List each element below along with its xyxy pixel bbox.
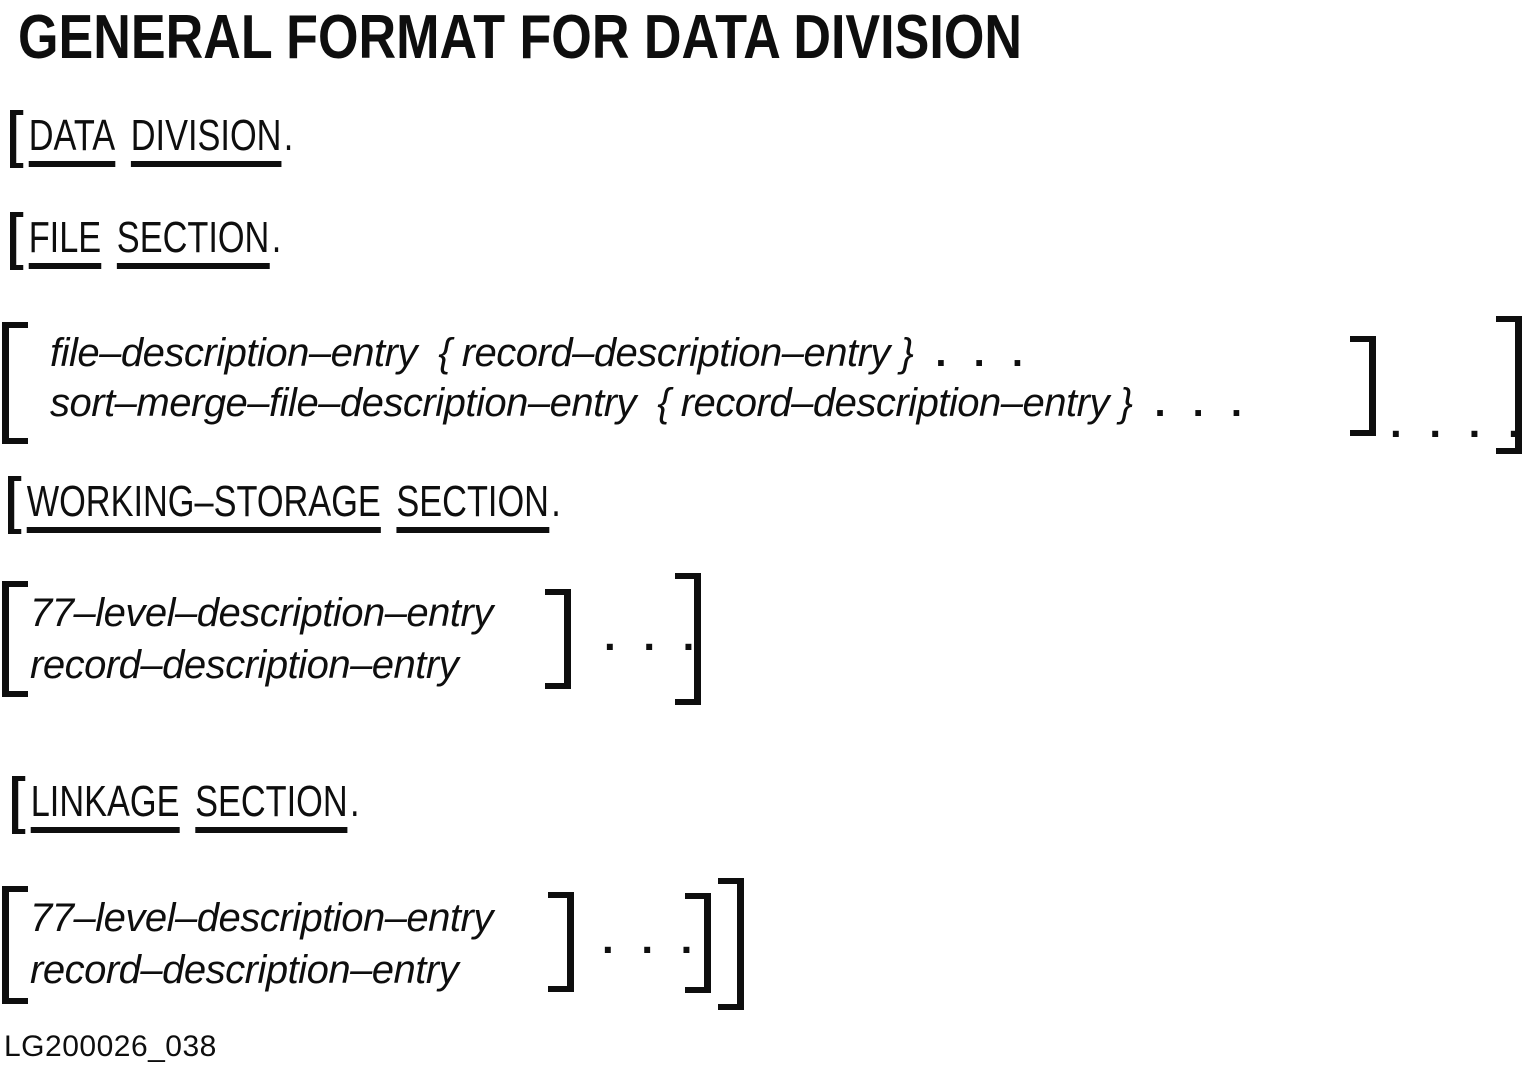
syntax-line: record–description–entry — [30, 944, 493, 996]
keyword-section: SECTION — [195, 780, 348, 833]
period: . — [349, 777, 360, 826]
syntax-lines: 77–level–description–entry record–descri… — [30, 587, 493, 691]
opening-bracket — [10, 212, 24, 270]
syntax-lines: file–description–entry { record–descript… — [50, 328, 1242, 428]
header-working-storage-section: WORKING–STORAGE SECTION . — [8, 476, 561, 534]
group-close-bracket-middle — [685, 893, 711, 993]
file-section-syntax-group: file–description–entry { record–descript… — [2, 316, 1526, 456]
group-close-bracket-inner — [1350, 336, 1376, 436]
keyword-file: FILE — [28, 216, 102, 269]
group-close-bracket-outer — [718, 878, 744, 1010]
ellipsis-dots: . . . — [1154, 381, 1243, 425]
ellipsis-dots: . . . . — [1390, 399, 1520, 446]
keyword-data: DATA — [28, 114, 116, 167]
opening-bracket — [12, 776, 26, 834]
syntax-line: sort–merge–file–description–entry { reco… — [50, 378, 1242, 428]
group-open-bracket — [2, 581, 28, 697]
keyword-working-storage: WORKING–STORAGE — [26, 480, 381, 533]
syntax-text: sort–merge–file–description–entry { reco… — [50, 381, 1133, 425]
period: . — [551, 477, 561, 526]
keyword-linkage: LINKAGE — [30, 780, 180, 833]
syntax-line: file–description–entry { record–descript… — [50, 328, 1242, 378]
group-close-bracket-outer — [1496, 316, 1522, 454]
syntax-text: record–description–entry — [30, 948, 459, 992]
keyword-division: DIVISION — [130, 114, 282, 167]
group-open-bracket — [2, 322, 28, 444]
header-data-division: DATA DIVISION . — [10, 110, 293, 168]
period: . — [271, 213, 282, 262]
syntax-line: 77–level–description–entry — [30, 587, 493, 639]
syntax-text: 77–level–description–entry — [30, 896, 493, 940]
syntax-text: record–description–entry — [30, 643, 459, 687]
header-file-section: FILE SECTION . — [10, 212, 281, 270]
group-open-bracket — [2, 886, 28, 1004]
group-close-bracket-outer — [675, 573, 701, 705]
keyword-section: SECTION — [116, 216, 270, 269]
linkage-syntax-group: 77–level–description–entry record–descri… — [2, 878, 792, 1018]
ellipsis-dots: . . . — [604, 612, 695, 659]
syntax-text: 77–level–description–entry — [30, 591, 493, 635]
figure-label: LG200026_038 — [4, 1030, 217, 1063]
group-close-bracket-inner — [545, 589, 571, 689]
syntax-line: record–description–entry — [30, 639, 493, 691]
working-storage-syntax-group: 77–level–description–entry record–descri… — [2, 573, 762, 713]
group-close-bracket-inner — [548, 892, 574, 992]
opening-bracket — [8, 476, 22, 534]
opening-bracket — [10, 110, 24, 168]
page-title: GENERAL FORMAT FOR DATA DIVISION — [18, 3, 1022, 72]
header-linkage-section: LINKAGE SECTION . — [12, 776, 360, 834]
syntax-text: file–description–entry { record–descript… — [50, 331, 914, 375]
syntax-lines: 77–level–description–entry record–descri… — [30, 892, 493, 996]
syntax-line: 77–level–description–entry — [30, 892, 493, 944]
ellipsis-dots: . . . — [935, 331, 1023, 375]
period: . — [283, 111, 294, 160]
keyword-section: SECTION — [396, 480, 549, 533]
ellipsis-dots: . . . — [602, 915, 693, 962]
